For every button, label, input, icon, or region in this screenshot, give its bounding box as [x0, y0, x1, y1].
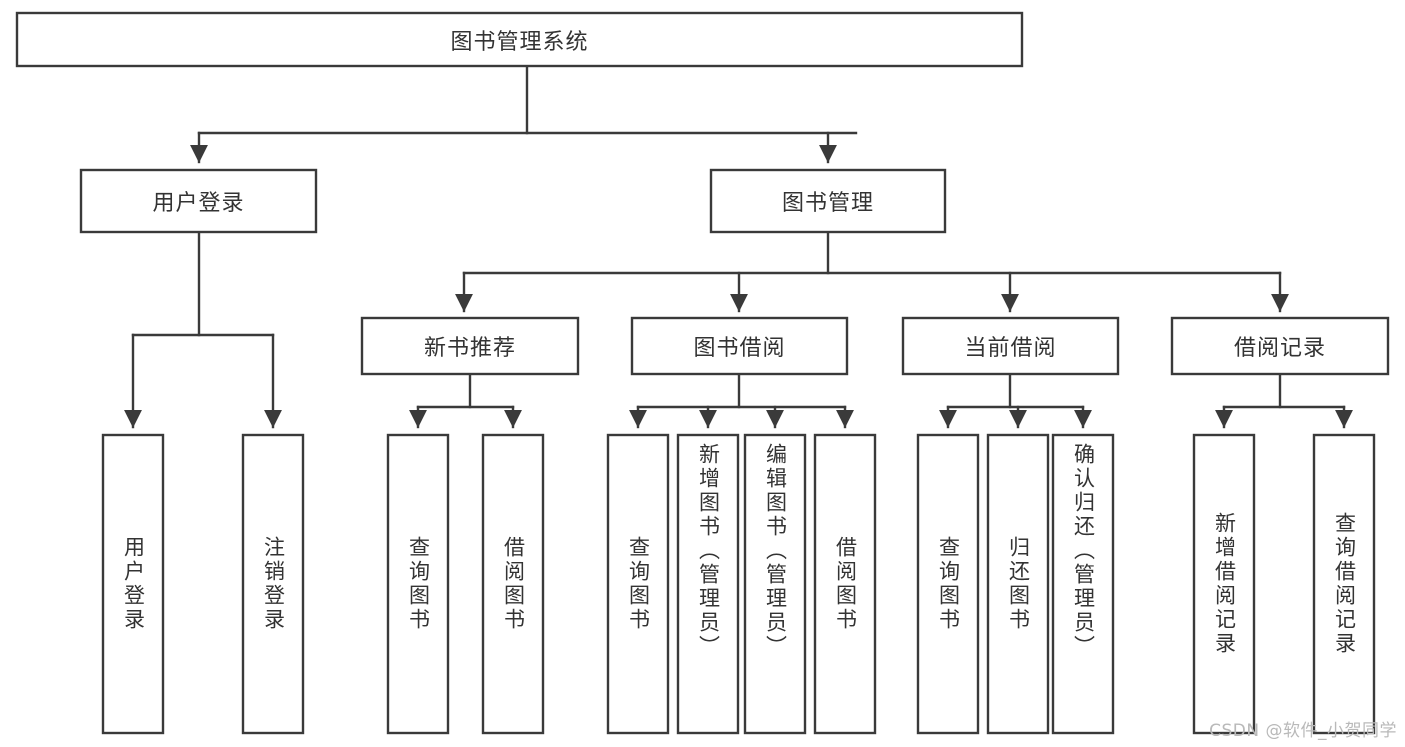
connector-new-book-children [409, 372, 522, 429]
node-box-leaf-confirm-return[interactable] [1051, 433, 1115, 735]
node-box-leaf-return-book[interactable] [986, 433, 1050, 735]
node-box-borrow-record[interactable] [1170, 316, 1390, 376]
connector-book-borrow-children [629, 372, 854, 429]
node-box-leaf-query-book-1[interactable] [386, 433, 450, 735]
connector-book-manage-children [455, 230, 1289, 313]
node-box-current-borrow[interactable] [901, 316, 1120, 376]
node-box-book-manage[interactable] [709, 168, 947, 234]
node-box-leaf-logout-login[interactable] [241, 433, 305, 735]
connector-borrow-record-children [1215, 372, 1353, 429]
connector-user-login-children [124, 230, 282, 429]
node-box-leaf-edit-book[interactable] [743, 433, 807, 735]
node-box-leaf-borrow-book-1[interactable] [481, 433, 545, 735]
node-box-leaf-add-record[interactable] [1192, 433, 1256, 735]
connector-root-trunk [190, 64, 858, 164]
node-box-leaf-user-login[interactable] [101, 433, 165, 735]
node-box-root[interactable] [15, 11, 1024, 68]
node-box-leaf-add-book[interactable] [676, 433, 740, 735]
connector-current-borrow-children [939, 372, 1092, 429]
watermark-text: CSDN @软件_小贺同学 [1209, 721, 1397, 741]
node-box-user-login[interactable] [79, 168, 318, 234]
node-box-leaf-query-book-2[interactable] [606, 433, 670, 735]
node-box-leaf-borrow-book-2[interactable] [813, 433, 877, 735]
node-box-new-book-recommend[interactable] [360, 316, 580, 376]
node-box-leaf-query-record[interactable] [1312, 433, 1376, 735]
node-box-leaf-query-book-3[interactable] [916, 433, 980, 735]
node-box-book-borrow[interactable] [630, 316, 849, 376]
